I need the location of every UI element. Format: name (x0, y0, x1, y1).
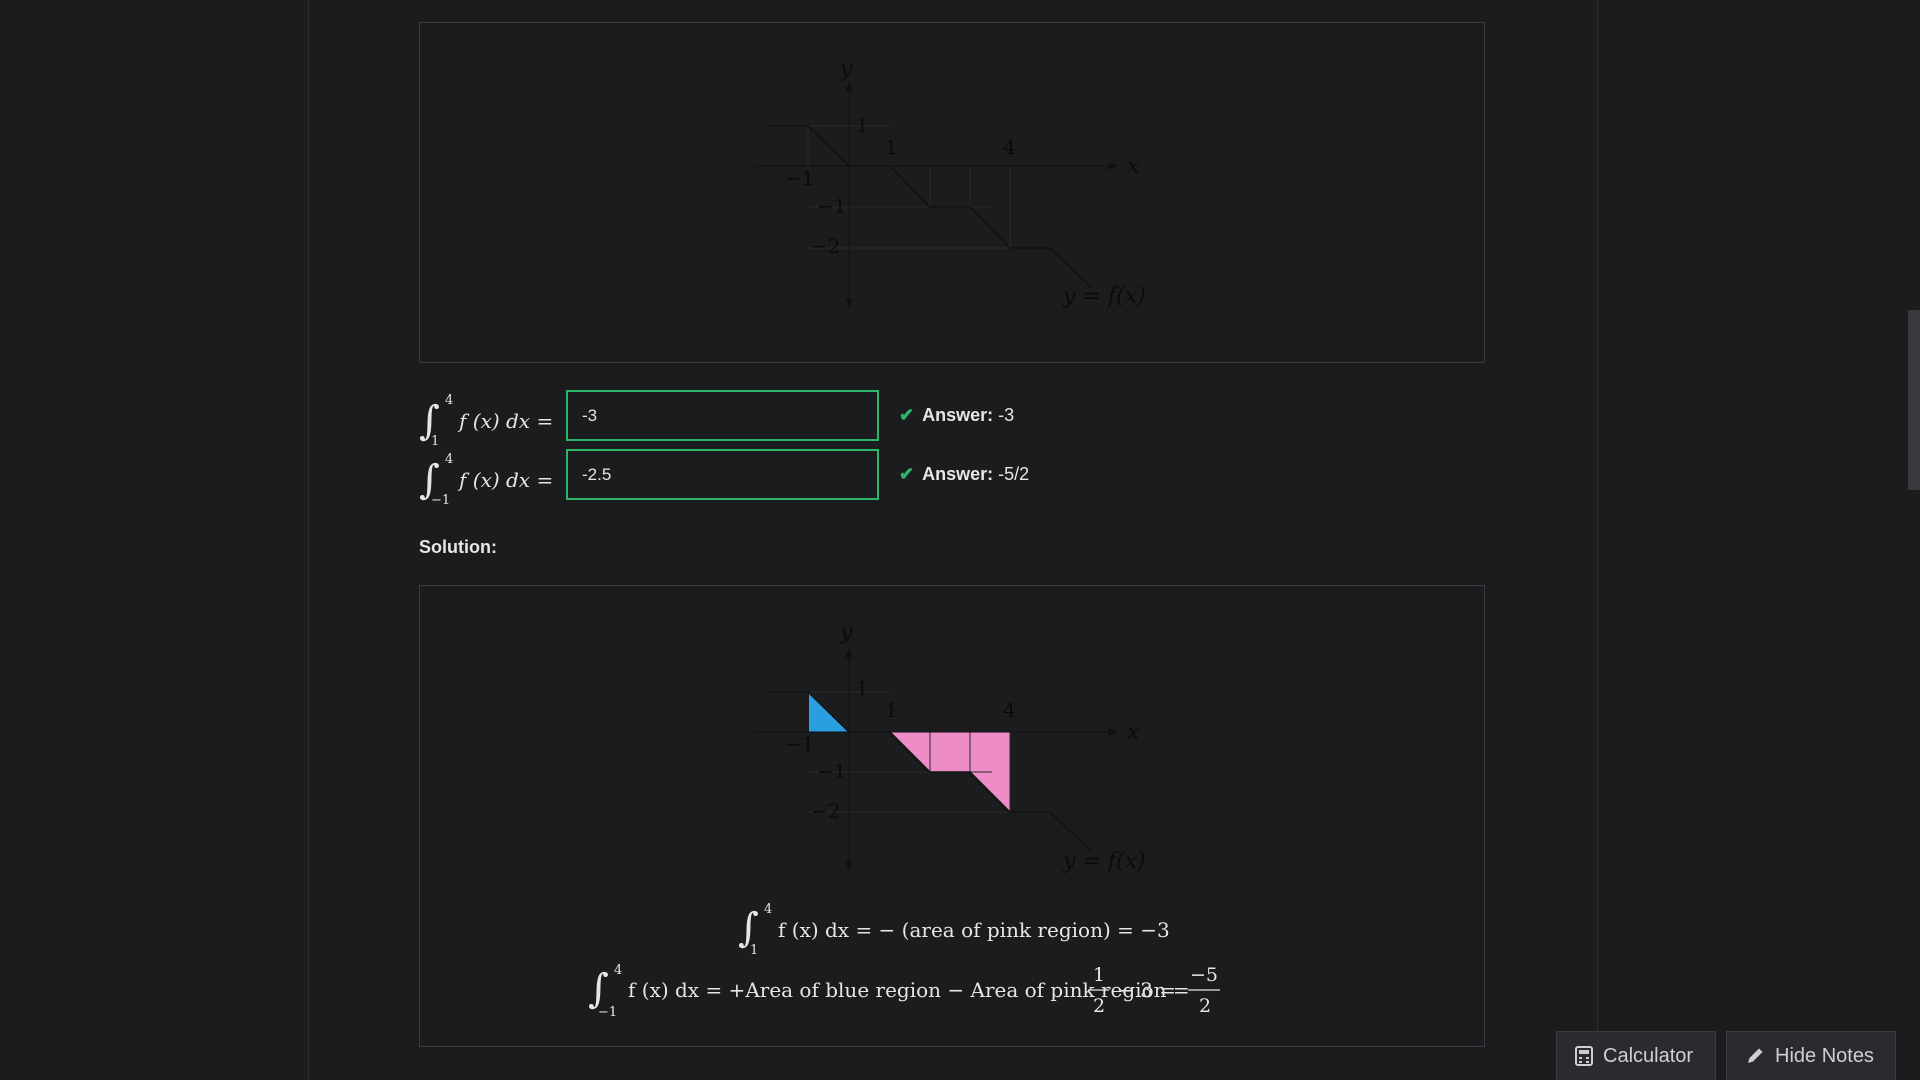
equation-text: f (x) dx = − (area of pink region) = −3 (778, 918, 1170, 942)
y-axis-label: y (839, 57, 853, 82)
check-icon: ✔ (899, 464, 915, 484)
integral-lower-limit: 1 (431, 434, 439, 449)
calculator-button[interactable]: Calculator (1556, 1031, 1716, 1080)
pencil-icon (1748, 1048, 1763, 1063)
tick-label-y1: 1 (856, 676, 869, 700)
x-axis-label: x (1127, 154, 1140, 179)
integral-sign: ∫ (419, 398, 440, 444)
answer-feedback: ✔ Answer: -5/2 (899, 464, 1029, 485)
answer-label: Answer: (922, 464, 994, 484)
calculator-icon (1575, 1046, 1593, 1066)
solution-heading: Solution: (419, 537, 497, 557)
integral-upper-limit: 4 (445, 393, 453, 408)
integral-expression: ∫ 4 1 f (x) dx = (419, 393, 553, 449)
y-axis-arrow (845, 81, 853, 92)
scrollbar-thumb[interactable] (1908, 310, 1920, 490)
tick-label-x4: 4 (1003, 135, 1016, 159)
equation-middle: − 3 = (1117, 978, 1176, 1002)
integral-expression: ∫ 4 −1 f (x) dx = (419, 452, 553, 508)
right-column-divider (1597, 0, 1598, 1080)
answer-value: -3 (998, 405, 1015, 425)
tick-label-ym1: −1 (817, 759, 846, 783)
check-icon: ✔ (899, 405, 915, 425)
fraction-2-numerator: −5 (1190, 964, 1218, 986)
tick-label-y1: 1 (856, 113, 869, 137)
answer-input[interactable] (566, 449, 879, 500)
answer-value: -5/2 (998, 464, 1030, 484)
function-label: y = f(x) (1062, 849, 1146, 874)
integral-upper-limit: 4 (764, 902, 772, 917)
integral-lower-limit: −1 (598, 1005, 617, 1020)
answer-feedback: ✔ Answer: -3 (899, 405, 1014, 426)
function-curve (768, 691, 1093, 853)
hide-notes-label: Hide Notes (1775, 1044, 1874, 1067)
solution-equation-1: ∫ 4 1 f (x) dx = − (area of pink region)… (738, 899, 1188, 959)
tick-label-x1: 1 (885, 698, 898, 722)
x-axis-arrow (1108, 728, 1119, 736)
integral-upper-limit: 4 (445, 452, 453, 467)
fraction-1-numerator: 1 (1093, 964, 1105, 986)
equation-2-graphic: ∫ 4 −1 f (x) dx = +Area of blue region −… (588, 963, 1220, 1020)
left-column-divider (308, 0, 309, 1080)
y-axis-arrow-bottom (845, 298, 853, 309)
solution-equation-2: ∫ 4 −1 f (x) dx = +Area of blue region −… (588, 956, 1328, 1026)
y-axis-arrow-bottom (845, 861, 853, 872)
integral-lower-limit: −1 (431, 493, 450, 508)
solution-graph: y x 1 1 4 −1 −1 −2 y = f(x) (755, 620, 1146, 874)
tick-label-x4: 4 (1003, 698, 1016, 722)
integral-sign: ∫ (738, 905, 759, 951)
y-axis-arrow (845, 647, 853, 658)
equation-1-graphic: ∫ 4 1 f (x) dx = − (area of pink region)… (738, 902, 1170, 958)
tick-label-xm1: −1 (785, 166, 814, 190)
integral-sign: ∫ (588, 966, 609, 1012)
integral-upper-limit: 4 (614, 963, 622, 978)
calculator-label: Calculator (1603, 1044, 1694, 1067)
integrand: f (x) dx = (457, 409, 553, 433)
x-axis-arrow (1108, 162, 1119, 170)
y-axis-label: y (839, 620, 853, 645)
fraction-1-denominator: 2 (1093, 995, 1105, 1017)
tick-label-ym2: −2 (811, 799, 840, 823)
problem-graph-panel: y x 1 1 4 −1 −1 −2 y = f(x) (419, 22, 1485, 363)
function-curve (768, 125, 1093, 289)
answer-input[interactable] (566, 390, 879, 441)
fraction-2-denominator: 2 (1199, 995, 1211, 1017)
integral-lower-limit: 1 (750, 943, 758, 958)
function-label: y = f(x) (1062, 284, 1146, 309)
hide-notes-button[interactable]: Hide Notes (1726, 1031, 1896, 1080)
tick-label-ym2: −2 (811, 234, 840, 258)
integral-sign: ∫ (419, 457, 440, 503)
solution-panel: y x 1 1 4 −1 −1 −2 y = f(x) ∫ 4 1 f (x) … (419, 585, 1485, 1047)
tick-label-x1: 1 (885, 135, 898, 159)
tick-label-xm1: −1 (785, 732, 814, 756)
problem-graph: y x 1 1 4 −1 −1 −2 y = f(x) (755, 57, 1146, 309)
answer-label: Answer: (922, 405, 994, 425)
x-axis-label: x (1127, 720, 1140, 745)
tick-label-ym1: −1 (817, 194, 846, 218)
integrand: f (x) dx = (457, 468, 553, 492)
